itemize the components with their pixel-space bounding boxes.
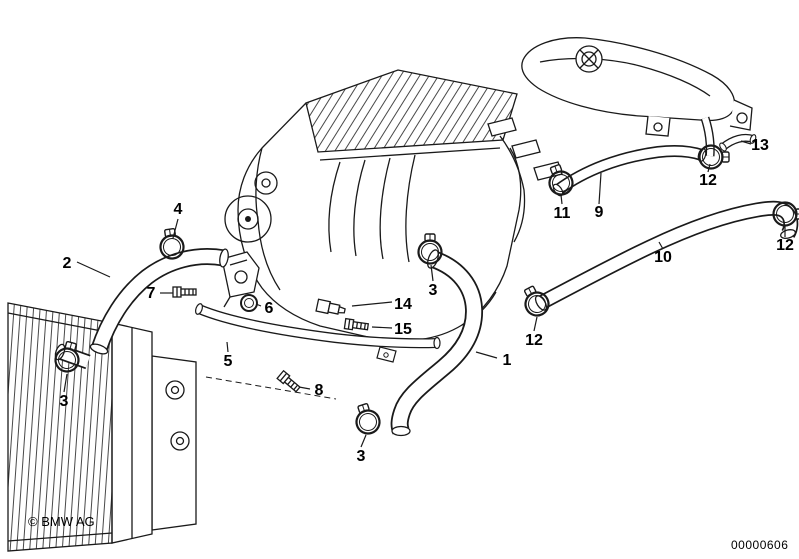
callout-part-5[interactable]: 5	[223, 353, 233, 370]
callout-part-15[interactable]: 15	[394, 321, 412, 338]
hoses	[54, 116, 799, 437]
callout-part-3-radiator[interactable]: 3	[59, 393, 69, 410]
callout-part-3-lower[interactable]: 3	[356, 448, 366, 465]
leader-lines	[63, 140, 786, 448]
callout-part-6[interactable]: 6	[264, 300, 274, 317]
callout-part-12-left[interactable]: 12	[525, 332, 543, 349]
bolt	[343, 318, 370, 333]
callout-part-13[interactable]: 13	[751, 137, 769, 154]
bracket-hole	[383, 352, 389, 358]
o-ring	[240, 294, 258, 312]
document-number: 00000606	[731, 538, 789, 552]
o-ring-inner	[244, 298, 254, 308]
callout-part-3-upper[interactable]: 3	[428, 282, 438, 299]
callout-part-9[interactable]: 9	[594, 204, 604, 221]
hose-clamp	[157, 226, 187, 262]
copyright-text: © BMW AG	[28, 514, 95, 529]
callout-part-14[interactable]: 14	[394, 296, 412, 313]
callout-part-10[interactable]: 10	[654, 249, 672, 266]
callout-part-11[interactable]: 11	[553, 205, 571, 222]
hose-clamp	[350, 400, 384, 438]
callout-part-7[interactable]: 7	[146, 285, 156, 302]
callout-part-12-top[interactable]: 12	[699, 172, 717, 189]
expansion-tank	[521, 37, 753, 137]
callout-part-8[interactable]: 8	[314, 382, 324, 399]
callout-part-12-right[interactable]: 12	[776, 237, 794, 254]
callout-part-2[interactable]: 2	[62, 255, 72, 272]
pipe-bracket	[376, 346, 397, 363]
small-parts	[51, 144, 799, 438]
callout-part-4[interactable]: 4	[173, 201, 183, 218]
callout-part-1[interactable]: 1	[502, 352, 512, 369]
temperature-sensor	[315, 298, 346, 315]
bolt	[172, 286, 197, 298]
